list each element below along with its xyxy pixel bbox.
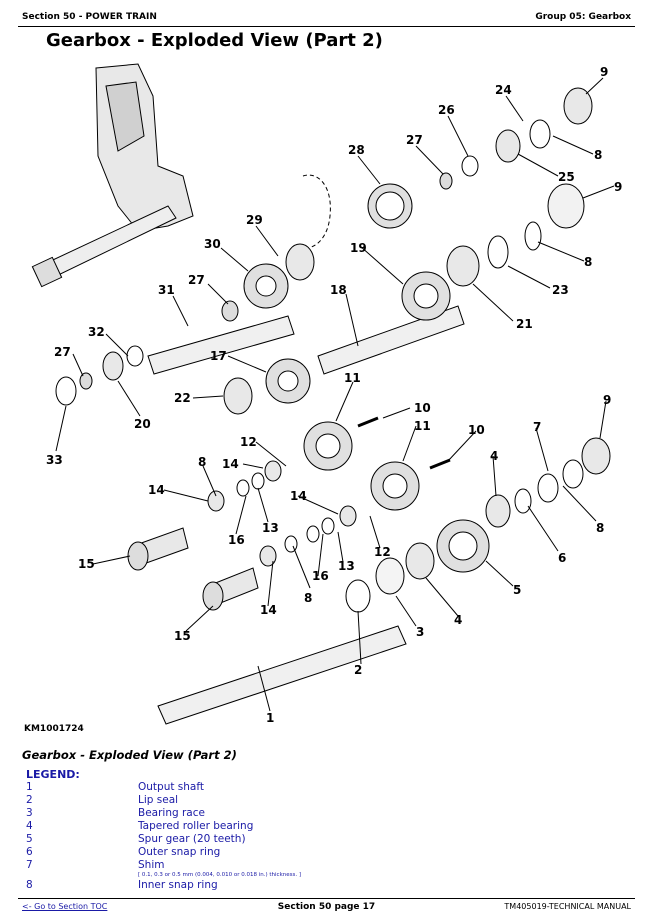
callout-5: 5 bbox=[513, 583, 521, 597]
callout-9-right: 9 bbox=[603, 393, 611, 407]
callout-16-a: 16 bbox=[228, 533, 245, 547]
callout-19: 19 bbox=[350, 241, 367, 255]
footer-divider bbox=[18, 898, 635, 899]
legend-label[interactable]: Outer snap ring bbox=[138, 846, 221, 858]
legend-item: 8 Inner snap ring bbox=[26, 879, 586, 892]
callout-7: 7 bbox=[533, 420, 541, 434]
callout-14-a: 14 bbox=[148, 483, 165, 497]
callout-4-top: 4 bbox=[490, 449, 498, 463]
callout-23: 23 bbox=[552, 283, 569, 297]
legend-label[interactable]: Spur gear (20 teeth) bbox=[138, 833, 246, 845]
callout-27-left: 27 bbox=[54, 345, 71, 359]
legend-number: 3 bbox=[26, 807, 33, 819]
legend-number: 4 bbox=[26, 820, 33, 832]
legend-number: 1 bbox=[26, 781, 33, 793]
callout-26: 26 bbox=[438, 103, 455, 117]
callout-13-b: 13 bbox=[338, 559, 355, 573]
legend-number: 7 bbox=[26, 859, 33, 871]
legend-label[interactable]: Bearing race bbox=[138, 807, 205, 819]
callout-8-mid: 8 bbox=[584, 255, 592, 269]
callout-9-mid: 9 bbox=[614, 180, 622, 194]
callout-31: 31 bbox=[158, 283, 175, 297]
page-number: Section 50 page 17 bbox=[277, 902, 376, 912]
callout-9-top: 9 bbox=[600, 65, 608, 79]
legend-label[interactable]: Shim bbox=[138, 859, 165, 871]
callout-22: 22 bbox=[174, 391, 191, 405]
figure-caption: Gearbox - Exploded View (Part 2) bbox=[22, 748, 237, 762]
header-divider bbox=[18, 26, 635, 27]
legend-item: 4 Tapered roller bearing bbox=[26, 820, 586, 833]
callout-10-left: 10 bbox=[414, 401, 431, 415]
legend-number: 6 bbox=[26, 846, 33, 858]
legend-number: 5 bbox=[26, 833, 33, 845]
legend-list: 1 Output shaft 2 Lip seal 3 Bearing race… bbox=[26, 781, 586, 892]
header-section: Section 50 - POWER TRAIN bbox=[22, 12, 157, 22]
legend-item: 2 Lip seal bbox=[26, 794, 586, 807]
callout-25: 25 bbox=[558, 170, 575, 184]
legend-label[interactable]: Lip seal bbox=[138, 794, 179, 806]
callout-14-c: 14 bbox=[260, 603, 277, 617]
legend-label[interactable]: Inner snap ring bbox=[138, 879, 218, 891]
callout-15-a: 15 bbox=[78, 557, 95, 571]
callout-3: 3 bbox=[416, 625, 424, 639]
callout-27-mid: 27 bbox=[188, 273, 205, 287]
callout-30: 30 bbox=[204, 237, 221, 251]
figure-id: KM1001724 bbox=[24, 724, 84, 734]
callout-21: 21 bbox=[516, 317, 533, 331]
callout-8-top: 8 bbox=[594, 148, 602, 162]
callout-17: 17 bbox=[210, 349, 227, 363]
legend-number: 2 bbox=[26, 794, 33, 806]
callout-11-left: 11 bbox=[344, 371, 361, 385]
callout-20: 20 bbox=[134, 417, 151, 431]
manual-id: TM405019-TECHNICAL MANUAL bbox=[504, 902, 631, 911]
legend-label[interactable]: Output shaft bbox=[138, 781, 204, 793]
callout-14-b: 14 bbox=[290, 489, 307, 503]
callout-15-b: 15 bbox=[174, 629, 191, 643]
legend-number: 8 bbox=[26, 879, 33, 891]
legend-title: LEGEND: bbox=[26, 768, 80, 781]
legend-note: [ 0.1, 0.3 or 0.5 mm (0.004, 0.010 or 0.… bbox=[138, 872, 301, 878]
callout-11-right: 11 bbox=[414, 419, 431, 433]
callout-8-low: 8 bbox=[304, 591, 312, 605]
callout-12-right: 12 bbox=[374, 545, 391, 559]
callout-18: 18 bbox=[330, 283, 347, 297]
callout-6: 6 bbox=[558, 551, 566, 565]
callout-32: 32 bbox=[88, 325, 105, 339]
exploded-view-diagram: 9 24 26 27 28 8 25 29 30 27 31 19 18 9 8… bbox=[31, 63, 622, 725]
header-group: Group 05: Gearbox bbox=[535, 12, 631, 22]
legend-item: 1 Output shaft bbox=[26, 781, 586, 794]
callout-4-low: 4 bbox=[454, 613, 462, 627]
callout-12-left: 12 bbox=[240, 435, 257, 449]
callout-29: 29 bbox=[246, 213, 263, 227]
page-title: Gearbox - Exploded View (Part 2) bbox=[46, 30, 383, 51]
callout-8-right: 8 bbox=[596, 521, 604, 535]
toc-link[interactable]: <- Go to Section TOC bbox=[22, 902, 108, 911]
callout-13-a: 13 bbox=[262, 521, 279, 535]
callout-24: 24 bbox=[495, 83, 512, 97]
callout-28: 28 bbox=[348, 143, 365, 157]
callout-27-top: 27 bbox=[406, 133, 423, 147]
legend-label[interactable]: Tapered roller bearing bbox=[138, 820, 254, 832]
callout-1: 1 bbox=[266, 711, 274, 725]
callout-2: 2 bbox=[354, 663, 362, 677]
legend-item: 5 Spur gear (20 teeth) bbox=[26, 833, 586, 846]
legend-item: 3 Bearing race bbox=[26, 807, 586, 820]
callout-14-left: 14 bbox=[222, 457, 239, 471]
callout-33: 33 bbox=[46, 453, 63, 467]
callout-16-b: 16 bbox=[312, 569, 329, 583]
callout-8-left: 8 bbox=[198, 455, 206, 469]
callout-10-right: 10 bbox=[468, 423, 485, 437]
legend-item: 6 Outer snap ring bbox=[26, 846, 586, 859]
legend-item: 7 Shim bbox=[26, 859, 586, 872]
